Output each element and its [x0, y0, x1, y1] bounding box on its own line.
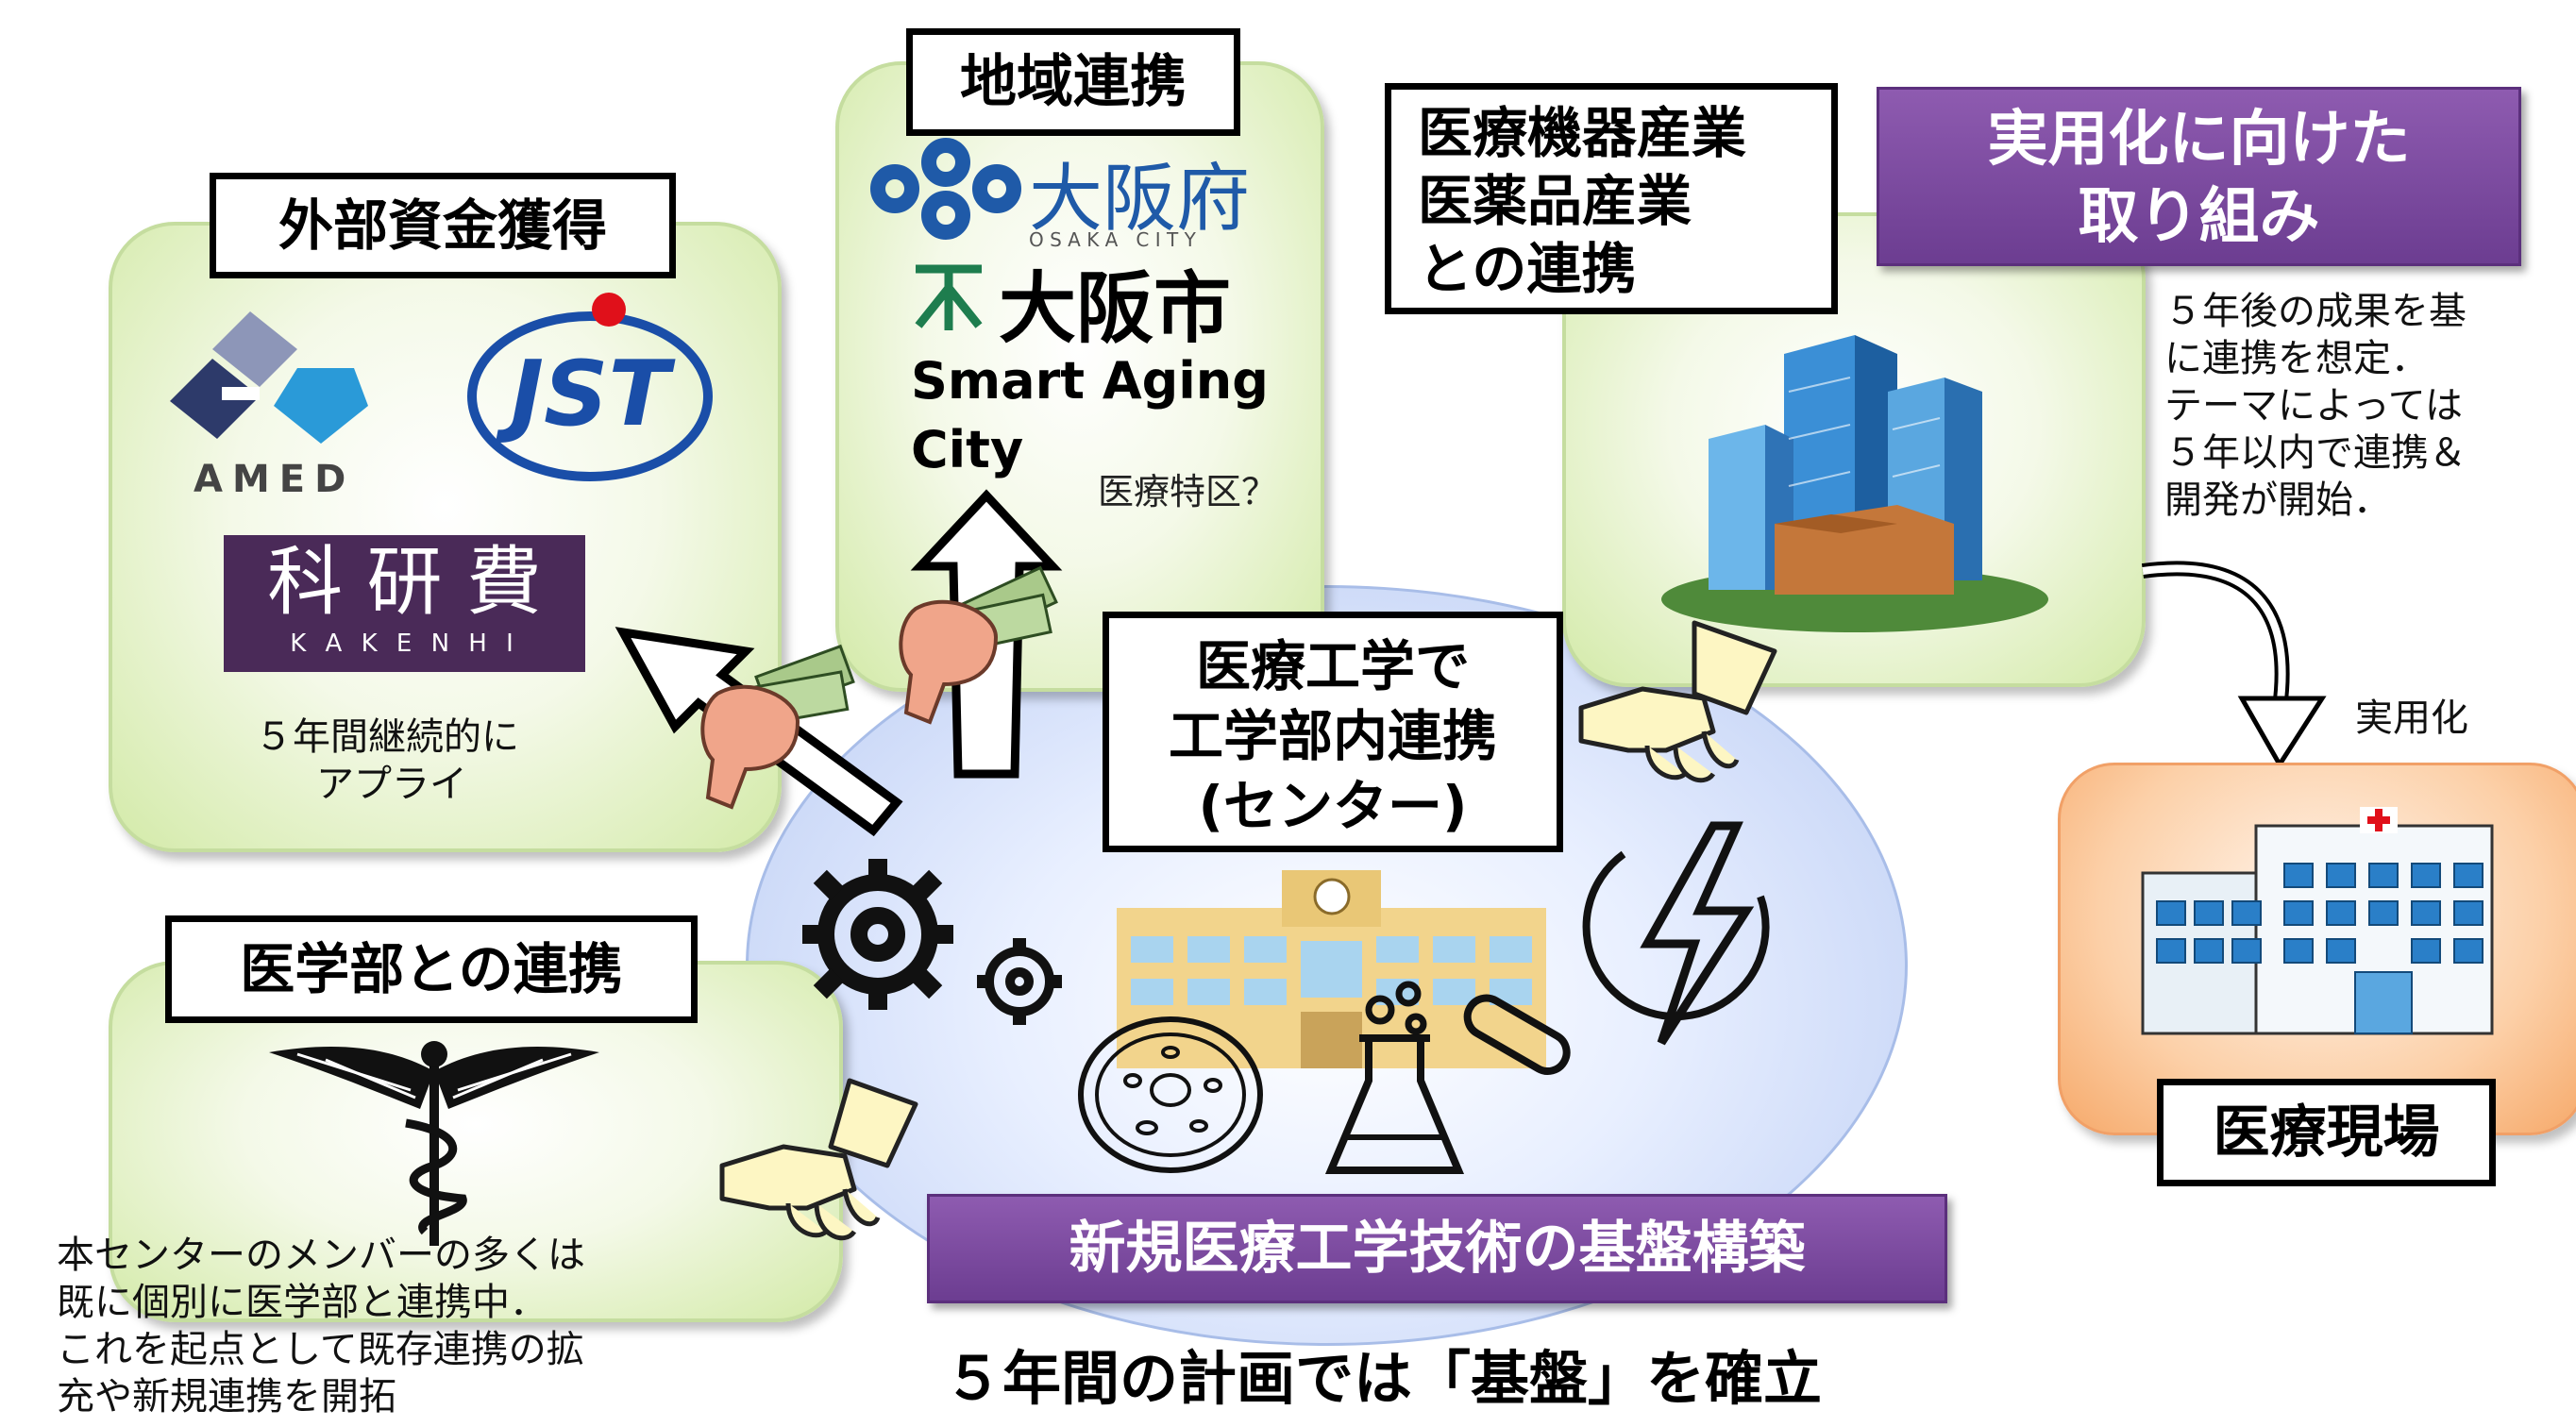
smart-aging-line2: City: [911, 420, 1024, 479]
office-buildings-icon: [1661, 335, 2048, 632]
osaka-pref-label: 大阪府: [1029, 157, 1251, 242]
industry-line2: 医薬品産業: [1418, 169, 1692, 233]
industry-line3: との連携: [1418, 237, 1637, 301]
clinical-title: 医療現場: [2157, 1079, 2496, 1186]
center-title: 医療工学で 工学部内連携 (センター): [1103, 612, 1563, 852]
caduceus-icon: [269, 1041, 599, 1246]
practical-arrow-label: 実用化: [2355, 697, 2468, 740]
center-title-line2: 工学部内連携: [1168, 704, 1497, 768]
foundation-banner: 新規医療工学技術の基盤構築: [927, 1194, 1947, 1303]
handshake-icon-left: [719, 1078, 918, 1241]
osaka-city-label: 大阪市: [999, 264, 1232, 354]
hospital-icon: [2141, 807, 2494, 1035]
practical-title-line1: 実用化に向けた: [1987, 105, 2411, 175]
five-year-plan-text: ５年間の計画では「基盤」を確立: [944, 1344, 1823, 1413]
medical-school-note-line2: 既に個別に医学部と連携中．: [57, 1281, 547, 1324]
practical-note-line3: テーマによっては: [2164, 384, 2463, 428]
external-funding-title: 外部資金獲得: [210, 173, 676, 278]
osaka-city-roman: O S A K A C I T Y: [1029, 228, 1196, 251]
flask-icon: [1324, 981, 1571, 1174]
amed-logo: [170, 311, 368, 444]
center-title-line1: 医療工学で: [1195, 634, 1470, 698]
practical-note-line2: に連携を想定．: [2164, 337, 2429, 380]
handshake-icon-right: [1578, 620, 1777, 783]
industry-title: 医療機器産業 医薬品産業 との連携: [1385, 83, 1838, 314]
practical-note-line5: 開発が開始．: [2164, 478, 2391, 522]
practical-note-line1: ５年後の成果を基: [2164, 290, 2467, 333]
practical-title: 実用化に向けた 取り組み: [1877, 87, 2521, 266]
regional-panel: [835, 61, 1324, 692]
medical-school-note-line4: 充や新規連携を開拓: [57, 1375, 396, 1419]
amed-label: AMED: [194, 458, 356, 501]
petri-dish-icon: [1078, 1016, 1263, 1173]
practical-note: ５年後の成果を基 に連携を想定． テーマによっては ５年以内で連携＆ 開発が開始…: [2164, 288, 2467, 524]
medical-school-note-line1: 本センターのメンバーの多くは: [57, 1234, 585, 1277]
center-title-line3: (センター): [1198, 774, 1468, 838]
kakenhi-logo: 科 研 費 K A K E N H I: [224, 535, 585, 672]
medical-school-note: 本センターのメンバーの多くは 既に個別に医学部と連携中． これを起点として既存連…: [57, 1232, 585, 1420]
practical-arrow-icon: [2141, 561, 2327, 769]
smart-aging-line1: Smart Aging: [911, 351, 1269, 411]
gears-icon: [802, 859, 1062, 1025]
kakenhi-kanji: 科 研 費: [267, 538, 542, 626]
jst-text: JST: [496, 343, 677, 446]
regional-title: 地域連携: [906, 28, 1240, 136]
practical-note-line4: ５年以内で連携＆: [2164, 431, 2467, 475]
kakenhi-roman: K A K E N H I: [290, 630, 519, 658]
medical-school-title: 医学部との連携: [165, 915, 698, 1023]
university-building-icon: [1117, 870, 1546, 1068]
external-funding-note-2: アプライ: [316, 763, 467, 806]
medical-school-note-line3: これを起点として既存連携の拡: [57, 1328, 584, 1371]
external-funding-note-1: ５年間継続的に: [255, 715, 519, 759]
money-fist-icon-left: [700, 644, 855, 810]
practical-title-line2: 取り組み: [2078, 182, 2320, 252]
special-zone-label: 医療特区？: [1098, 471, 1278, 512]
industry-line1: 医療機器産業: [1418, 101, 1747, 165]
jst-logo: JST: [467, 293, 713, 481]
osaka-city-emblem-icon: [915, 264, 983, 330]
lightning-icon: [1582, 821, 1770, 1046]
money-fist-icon-right: [899, 565, 1058, 725]
osaka-pref-emblem-icon: [870, 138, 1021, 240]
